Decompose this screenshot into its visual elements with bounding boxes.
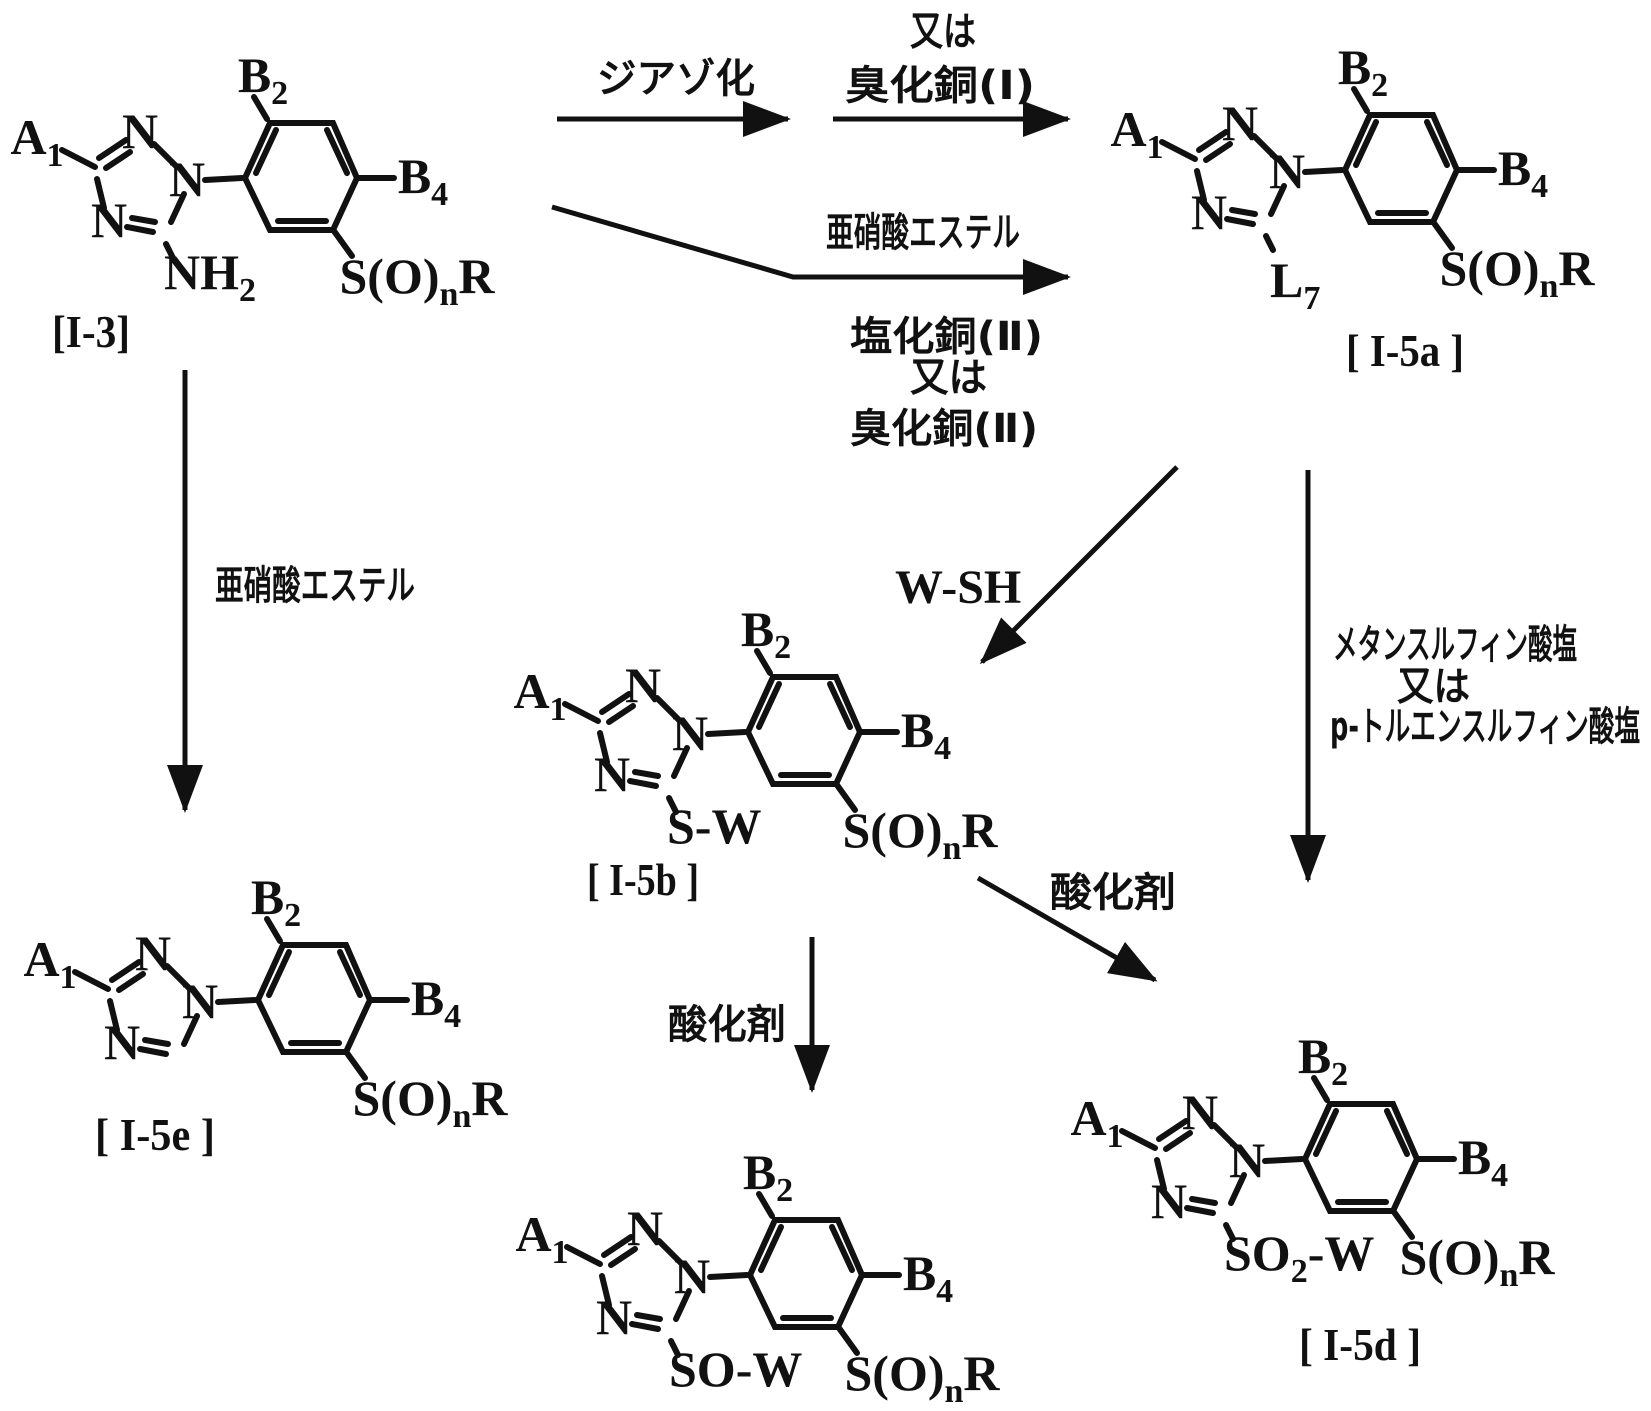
atom-n4: N: [1151, 1173, 1187, 1229]
compound-i5a: A1 N N N B2 B4 S(O)nR L7 [ I-5a ]: [1110, 39, 1595, 376]
substituent-label: L7: [1270, 252, 1320, 317]
substituent-label: SO2-W: [1224, 1225, 1374, 1290]
substituent-label: S-W: [667, 798, 761, 854]
atom-n1: N: [1269, 143, 1305, 199]
label-p-toluenesulfinate: p-トルエンスルフィン酸塩: [1330, 704, 1640, 750]
atom-b4: B4: [411, 970, 461, 1035]
compound-tag: [I-3]: [52, 306, 130, 357]
compound-i5e: A1 N N N B2 B4 S(O)nR [ I-5e ]: [23, 869, 508, 1160]
atom-b2: B2: [238, 47, 288, 112]
atom-n1: N: [169, 151, 205, 207]
atom-sonr: S(O)nR: [1439, 240, 1595, 305]
arrow-thiol: [979, 465, 1179, 665]
atom-a1: A1: [1070, 1090, 1123, 1155]
atom-n1: N: [672, 705, 708, 761]
label-thiol: W-SH: [895, 561, 1021, 614]
atom-a1: A1: [23, 931, 76, 996]
atom-n2: N: [627, 1200, 663, 1256]
atom-n4: N: [1191, 184, 1227, 240]
atom-n2: N: [1222, 95, 1258, 151]
label-oxidant-down: 酸化剤: [668, 1002, 786, 1048]
atom-b4: B4: [1498, 140, 1548, 205]
atom-a1: A1: [10, 109, 63, 174]
label-methanesulfinate: メタンスルフィン酸塩: [1333, 622, 1577, 668]
label-copper-ii-chloride: 塩化銅(Ⅱ): [850, 314, 1043, 360]
arrow-nitrite-copper: [551, 204, 1071, 295]
atom-b2: B2: [1338, 39, 1388, 104]
label-copper-ii-bromide: 臭化銅(Ⅱ): [850, 406, 1038, 452]
atom-n1: N: [182, 973, 218, 1029]
atom-b2: B2: [741, 601, 791, 666]
atom-sonr: S(O)nR: [339, 248, 495, 313]
atom-n4: N: [104, 1014, 140, 1070]
atom-sonr: S(O)nR: [844, 1345, 1000, 1410]
atom-n2: N: [625, 657, 661, 713]
atom-n4: N: [594, 746, 630, 802]
compound-tag: [ I-5d ]: [1299, 1319, 1421, 1370]
atom-b2: B2: [251, 869, 301, 934]
compound-tag: [ I-5e ]: [95, 1109, 215, 1160]
atom-n1: N: [674, 1248, 710, 1304]
atom-sonr: S(O)nR: [842, 802, 998, 867]
atom-n4: N: [91, 192, 127, 248]
label-nitrite-ester-left: 亜硝酸エステル: [215, 563, 415, 609]
label-or-1: 又は: [910, 9, 976, 55]
compound-i5d: A1 N N N B2 B4 S(O)nR SO2-W [ I-5d ]: [1070, 1028, 1555, 1370]
compound-i5b: A1 N N N B2 B4 S(O)nR S-W [ I-5b ]: [513, 601, 998, 905]
label-oxidant-diagonal: 酸化剤: [1050, 870, 1176, 916]
atom-b4: B4: [1458, 1129, 1508, 1194]
atom-b2: B2: [743, 1144, 793, 1209]
arrow-oxidant-diagonal: [976, 875, 1158, 983]
atom-n2: N: [135, 925, 171, 981]
atom-b4: B4: [901, 702, 951, 767]
substituent-label: NH2: [164, 244, 256, 309]
atom-n4: N: [596, 1289, 632, 1345]
atom-n2: N: [122, 103, 158, 159]
atom-b2: B2: [1298, 1028, 1348, 1093]
compound-tag: [ I-5a ]: [1346, 325, 1464, 376]
atom-b4: B4: [903, 1245, 953, 1310]
reaction-labels: ジアゾ化 又は 臭化銅(I) 亜硝酸エステル 塩化銅(Ⅱ) 又は 臭化銅(Ⅱ) …: [215, 9, 1640, 1048]
compound-tag: [ I-5b ]: [587, 854, 699, 905]
label-diazotization: ジアゾ化: [597, 56, 755, 102]
label-copper-i-bromide: 臭化銅(I): [845, 63, 1035, 109]
atom-sonr: S(O)nR: [352, 1070, 508, 1135]
compound-i5c: A1 N N N B2 B4 S(O)nR SO-W: [515, 1144, 1000, 1410]
label-or-2: 又は: [910, 355, 987, 401]
atom-a1: A1: [515, 1206, 568, 1271]
atom-n2: N: [1182, 1084, 1218, 1140]
compound-i3: A1 N N N B2 B4 S(O)nR NH2 [I-3]: [10, 47, 495, 357]
atom-n1: N: [1229, 1132, 1265, 1188]
label-or-3: 又は: [1397, 664, 1470, 710]
atom-a1: A1: [1110, 101, 1163, 166]
reaction-arrows: [167, 101, 1326, 1093]
label-nitrite-ester-top: 亜硝酸エステル: [826, 210, 1020, 256]
atom-sonr: S(O)nR: [1399, 1229, 1555, 1294]
atom-a1: A1: [513, 663, 566, 728]
substituent-label: SO-W: [669, 1341, 802, 1397]
atom-b4: B4: [398, 148, 448, 213]
